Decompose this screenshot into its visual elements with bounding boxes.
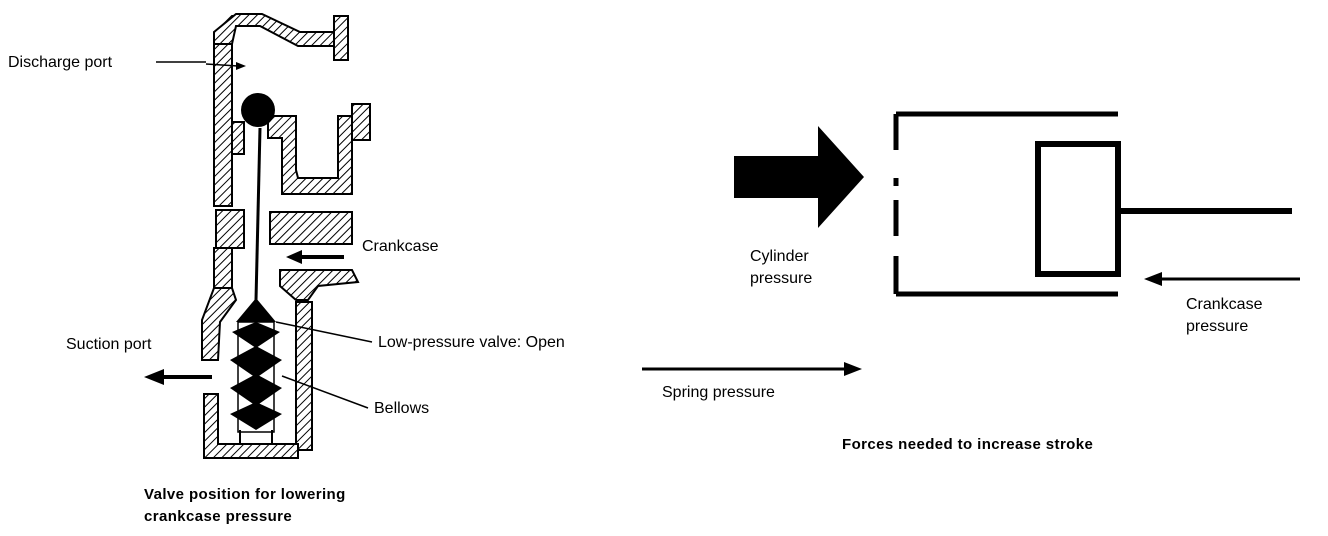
discharge-ball	[241, 93, 275, 127]
crankcase-label: Crankcase	[362, 238, 439, 255]
low-pressure-valve-leader	[275, 321, 373, 343]
discharge-port-arrowhead	[236, 62, 246, 70]
suction-flow-arrowhead	[144, 369, 164, 385]
crankcase-flow-arrowhead	[286, 250, 302, 264]
bellows-leader	[281, 375, 369, 409]
suction-port-label: Suction port	[66, 336, 152, 353]
discharge-port-label: Discharge port	[8, 54, 113, 71]
crankcase-pressure-arrowhead	[1144, 272, 1162, 286]
spring-pressure-label: Spring pressure	[662, 384, 775, 401]
bellows-element	[230, 321, 282, 433]
right-caption: Forces needed to increase stroke	[842, 436, 1094, 453]
piston	[1035, 141, 1121, 277]
spring-pressure-arrowhead	[844, 362, 862, 376]
crankcase-pressure-label-line2: pressure	[1186, 318, 1249, 335]
low-pressure-valve-cone	[236, 298, 276, 322]
left-caption-line2: crankcase pressure	[144, 508, 293, 525]
low-pressure-valve-label: Low-pressure valve: Open	[378, 334, 565, 351]
cylinder-pressure-label-line1: Cylinder	[750, 248, 809, 265]
cylinder-pressure-arrow	[734, 126, 864, 228]
cylinder-pressure-label-line2: pressure	[750, 270, 813, 287]
left-caption-line1: Valve position for lowering	[144, 486, 346, 503]
bellows-label: Bellows	[374, 400, 430, 417]
crankcase-pressure-label-line1: Crankcase	[1186, 296, 1263, 313]
valve-housing	[201, 13, 371, 459]
discharge-port-arrow	[205, 63, 239, 67]
valve-stem	[254, 127, 262, 301]
cylinder-body	[893, 111, 1118, 297]
